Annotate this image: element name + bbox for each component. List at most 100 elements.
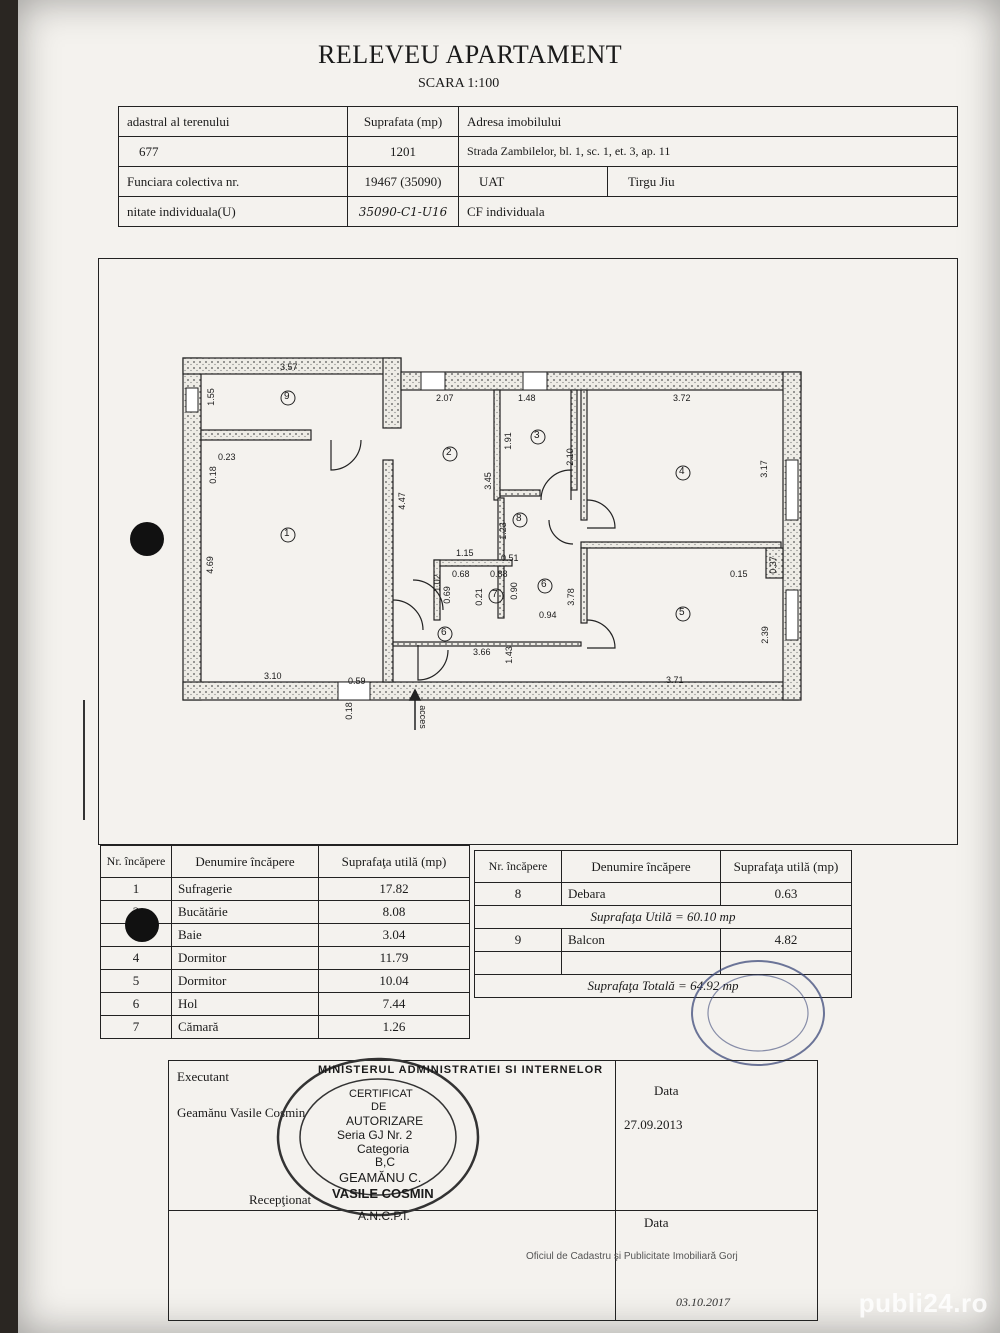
col-area-header: Suprafaţa utilă (mp) xyxy=(318,845,470,878)
dim-label: 0.37 xyxy=(767,556,778,574)
bottom-date: 03.10.2017 xyxy=(676,1295,730,1309)
table-row: 6 Hol 7.44 xyxy=(100,992,470,1016)
table-row: 9 Balcon 4.82 xyxy=(474,928,852,952)
room-number-3: 3 xyxy=(534,430,540,441)
dim-label: 0.21 xyxy=(473,588,484,606)
row-nr: 8 xyxy=(474,882,562,906)
unit-label: nitate individuala(U) xyxy=(118,196,348,227)
row-name: Hol xyxy=(171,992,319,1016)
room-number-5: 5 xyxy=(679,607,685,618)
cadastral-value: 677 xyxy=(118,136,348,167)
row-name: Debara xyxy=(561,882,721,906)
dim-label: 3.10 xyxy=(264,671,282,681)
address-value: Strada Zambilelor, bl. 1, sc. 1, et. 3, … xyxy=(458,136,958,167)
stamp-ring-text: MINISTERUL ADMINISTRATIEI SI INTERNELOR xyxy=(318,1064,604,1076)
executant-name: Geamănu Vasile Cosmin xyxy=(177,1105,306,1120)
row-name: Bucătărie xyxy=(171,900,319,924)
date-label-2: Data xyxy=(644,1215,669,1230)
rooms-table-left: Nr. încăpere Denumire încăpere Suprafaţa… xyxy=(100,845,470,1039)
surface-value: 1201 xyxy=(347,136,459,167)
col-area-header: Suprafaţa utilă (mp) xyxy=(720,850,852,883)
col-nr-header: Nr. încăpere xyxy=(100,845,172,878)
row-nr: 4 xyxy=(100,946,172,970)
dim-label: 3.17 xyxy=(758,460,769,478)
date-cell: Data 27.09.2013 xyxy=(615,1060,818,1211)
room-number-4: 4 xyxy=(679,466,685,477)
dim-label: 1.02 xyxy=(431,574,442,592)
bottom-note: Oficiul de Cadastru şi Publicitate Imobi… xyxy=(526,1251,738,1262)
stamp-line: AUTORIZARE xyxy=(346,1114,424,1128)
dim-label: 4.69 xyxy=(204,556,215,574)
row-name: Dormitor xyxy=(171,969,319,993)
document-scale: SCARA 1:100 xyxy=(418,76,500,91)
stamp-line: A.N.C.P.I. xyxy=(358,1209,410,1223)
table-row: Suprafaţa Totală = 64.92 mp xyxy=(474,974,852,998)
watermark: publi24.ro xyxy=(858,1288,988,1318)
room-number-6a: 6 xyxy=(541,579,547,590)
dim-label: 2.39 xyxy=(759,626,770,644)
dim-label: 0.68 xyxy=(452,569,470,579)
stamp-line: VASILE COSMIN xyxy=(332,1186,434,1201)
row-area: 7.44 xyxy=(318,992,470,1016)
table-row: 4 Dormitor 11.79 xyxy=(100,946,470,970)
row-area: 0.63 xyxy=(720,882,852,906)
row-name: Sufragerie xyxy=(171,877,319,901)
dim-label: 0.15 xyxy=(730,569,748,579)
useful-area-total: Suprafaţa Utilă = 60.10 mp xyxy=(474,905,852,929)
row-area: 17.82 xyxy=(318,877,470,901)
header-table: adastral al terenului Suprafata (mp) Adr… xyxy=(118,106,958,227)
room-number-6b: 6 xyxy=(441,627,447,638)
table-row: 1 Sufragerie 17.82 xyxy=(100,877,470,901)
room-number-8: 8 xyxy=(516,513,522,524)
table-row: 5 Dormitor 10.04 xyxy=(100,969,470,993)
unit-value: 35090-C1-U16 xyxy=(347,196,459,227)
table-row: 2 Bucătărie 8.08 xyxy=(100,900,470,924)
dim-label: 2.07 xyxy=(436,393,454,403)
dim-label: 0.18 xyxy=(207,466,218,484)
stamp-line: DE xyxy=(371,1101,387,1113)
executant-cell: Executant Geamănu Vasile Cosmin Recepţio… xyxy=(168,1060,616,1211)
dim-label: 2.10 xyxy=(564,448,575,466)
room-number-7: 7 xyxy=(492,589,498,600)
row-area: 4.82 xyxy=(720,928,852,952)
signature-table: Executant Geamănu Vasile Cosmin Recepţio… xyxy=(168,1060,818,1321)
row-nr: 1 xyxy=(100,877,172,901)
access-label: acces xyxy=(417,705,428,729)
authorization-stamp xyxy=(276,1057,480,1217)
office-stamp xyxy=(691,960,825,1066)
dim-label: 4.47 xyxy=(396,492,407,510)
document-title: RELEVEU APARTAMENT xyxy=(318,40,623,69)
table-row: Suprafaţa Utilă = 60.10 mp xyxy=(474,905,852,929)
stamp-line: Seria GJ Nr. 2 xyxy=(337,1128,413,1142)
dim-label: 0.18 xyxy=(343,702,354,720)
cf-individual-label: CF individuala xyxy=(458,196,958,227)
dim-label: 0.23 xyxy=(218,452,236,462)
executant-label: Executant xyxy=(177,1069,229,1084)
room-number-2: 2 xyxy=(446,447,452,458)
stamp-line: B,C xyxy=(375,1155,396,1169)
dim-label: 1.15 xyxy=(456,548,474,558)
document-page: RELEVEU APARTAMENT SCARA 1:100 adastral … xyxy=(18,0,1000,1333)
dim-label: 0.59 xyxy=(348,676,366,686)
dim-label: 0.69 xyxy=(441,586,452,604)
row-area: 8.08 xyxy=(318,900,470,924)
floor-plan xyxy=(182,357,802,730)
receptionat-label: Recepţionat xyxy=(249,1192,312,1207)
dim-label: 3.72 xyxy=(673,393,691,403)
rooms-table-right: Nr. încăpere Denumire încăpere Suprafaţa… xyxy=(474,850,852,998)
dim-label: 1.43 xyxy=(503,646,514,664)
row-nr: 5 xyxy=(100,969,172,993)
col-name-header: Denumire încăpere xyxy=(171,845,319,878)
row-nr: 7 xyxy=(100,1015,172,1039)
row-name: Cămară xyxy=(171,1015,319,1039)
row-area: 3.04 xyxy=(318,923,470,947)
row-name: Baie xyxy=(171,923,319,947)
punch-hole xyxy=(125,908,159,942)
dim-label: 3.71 xyxy=(666,675,684,685)
stamp-line: CERTIFICAT xyxy=(349,1088,413,1100)
dim-label: 3.45 xyxy=(482,472,493,490)
date-label: Data xyxy=(654,1083,679,1098)
dim-label: 0.51 xyxy=(501,553,519,563)
receptionat-cell xyxy=(168,1210,616,1321)
room-number-1: 1 xyxy=(284,528,290,539)
